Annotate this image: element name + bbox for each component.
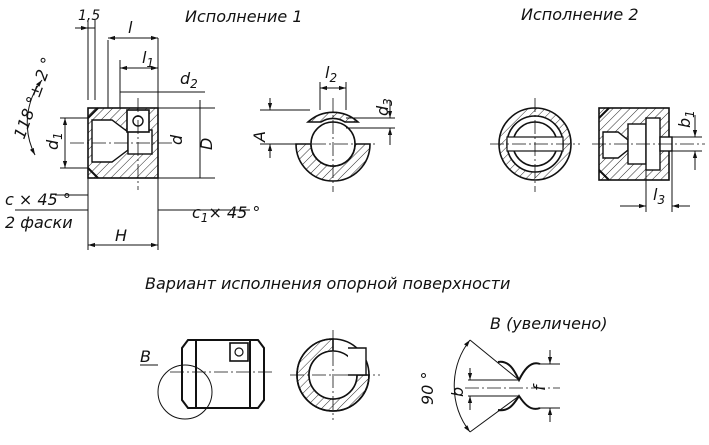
support-body — [181, 339, 265, 409]
dim-l: l — [128, 18, 133, 37]
title-version-1: Исполнение 1 — [185, 7, 303, 26]
dim-chamfer-c1: c1× 45 ° — [192, 203, 260, 225]
dim-H: H — [115, 226, 127, 245]
v1-side-view — [260, 82, 395, 192]
dim-angle-90: 90 ° — [418, 372, 437, 405]
detail-b-profile — [497, 360, 541, 383]
support-variant-side — [140, 339, 275, 420]
v1-section-view — [70, 98, 175, 190]
title-version-2: Исполнение 2 — [521, 5, 639, 24]
dim-d3: d3 — [373, 98, 395, 116]
dim-f: f — [530, 383, 549, 391]
v1-dimensions — [15, 20, 250, 250]
dim-two-chamfers: 2 фаски — [5, 213, 73, 232]
detail-b-circle — [157, 364, 213, 420]
label-b: В — [140, 347, 151, 366]
v2-section-view — [592, 107, 705, 212]
dim-D: D — [197, 138, 216, 150]
title-support-variant: Вариант исполнения опорной поверхности — [145, 274, 510, 293]
dim-d2: d2 — [180, 69, 198, 91]
dim-l2: l2 — [325, 63, 337, 85]
dim-A: A — [250, 131, 269, 143]
dim-angle-118: 118 °± 2 ° — [10, 55, 57, 142]
dim-b1: b1 — [675, 110, 697, 128]
dim-d: d — [167, 134, 186, 145]
dim-chamfer-c: c × 45 ° — [5, 190, 71, 209]
dim-d1: d1 — [43, 132, 65, 150]
v2-front-view — [490, 98, 580, 192]
dim-l1: l1 — [142, 48, 154, 70]
dim-l3: l3 — [653, 185, 665, 207]
support-variant-ring — [290, 330, 380, 420]
title-detail-b: В (увеличено) — [490, 314, 607, 333]
dim-b: b — [448, 387, 467, 397]
dim-1-5: 1,5 — [78, 8, 100, 24]
detail-b-view — [453, 339, 560, 433]
